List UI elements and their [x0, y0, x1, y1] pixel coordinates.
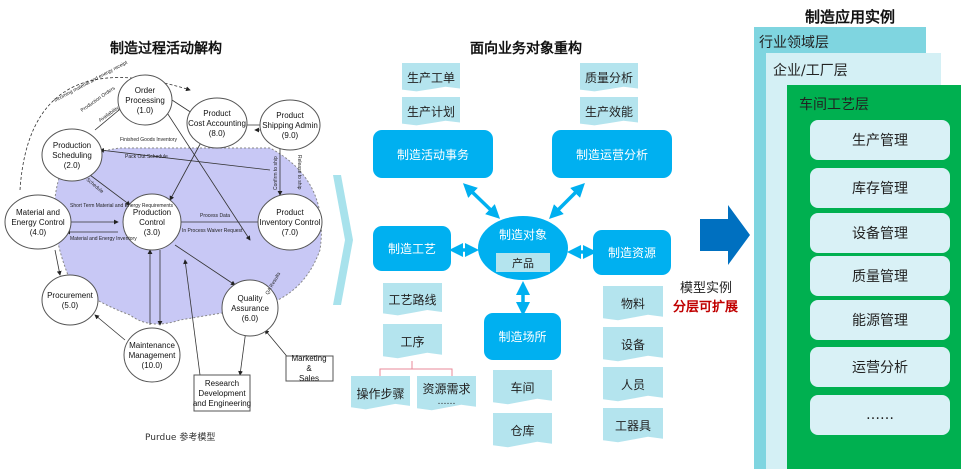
arrow-label-2: 分层可扩展: [673, 300, 739, 315]
app-production-management[interactable]: 生产管理: [810, 120, 950, 160]
purdue-node-label: Procurement(5.0): [47, 291, 94, 310]
doc-operation: 工序: [383, 324, 442, 359]
flow-label: In Process Waiver Request: [182, 228, 243, 234]
flow-label: Confirm to ship: [273, 156, 279, 190]
doc-material: 物料: [603, 286, 663, 321]
app-more[interactable]: ……: [810, 395, 950, 435]
arrow-label-1: 模型实例: [680, 281, 733, 296]
flow-label: Short Term Material and Energy Requireme…: [70, 203, 174, 209]
activity-box: 制造活动事务: [373, 130, 493, 178]
doc-resource-need: 资源需求……: [417, 376, 476, 411]
doc-warehouse: 仓库: [493, 413, 552, 448]
doc-quality-analysis: 质量分析: [580, 63, 638, 92]
connector-arrows: [449, 183, 597, 316]
arrow-activity-object: [462, 183, 501, 219]
doc-routing: 工艺路线: [383, 283, 442, 316]
operations-box: 制造运营分析: [552, 130, 672, 178]
doc-operation-step: 操作步骤: [351, 376, 410, 410]
arrow-operations-object: [549, 183, 585, 219]
process-box: 制造工艺: [373, 226, 451, 271]
doc-tools: 工器具: [603, 408, 663, 443]
flow-label: Material and Energy Inventory: [70, 236, 137, 242]
layer-workshop-label: 车间工艺层: [799, 97, 869, 113]
doc-equipment: 设备: [603, 327, 663, 362]
doc-production-efficiency: 生产效能: [580, 97, 638, 126]
middle-title: 面向业务对象重构: [470, 41, 582, 57]
doc-workshop: 车间: [493, 370, 552, 405]
left-title: 制造过程活动解构: [110, 41, 222, 57]
flow-label: Pack Out Schedule: [125, 154, 168, 160]
purdue-caption: Purdue 参考模型: [145, 433, 216, 443]
layer-industry-label: 行业领域层: [759, 35, 829, 51]
chevron-arrow-icon: [333, 175, 353, 305]
object-ellipse: 制造对象 产品: [478, 216, 568, 280]
right-title: 制造应用实例: [805, 8, 896, 26]
doc-production-plan: 生产计划: [402, 97, 460, 126]
product-item: 产品: [496, 253, 550, 272]
app-operations-analysis[interactable]: 运营分析: [810, 347, 950, 387]
object-label: 制造对象: [498, 228, 547, 242]
doc-personnel: 人员: [603, 367, 663, 402]
resource-box: 制造资源: [593, 230, 671, 275]
flow-label: Availability: [98, 105, 121, 124]
app-quality-management[interactable]: 质量管理: [810, 256, 950, 296]
flow-label: Process Data: [200, 213, 230, 219]
flow-label: Finished Goods Inventory: [120, 137, 177, 143]
layer-factory-label: 企业/工厂层: [773, 63, 848, 79]
app-energy-management[interactable]: 能源管理: [810, 300, 950, 340]
doc-work-order: 生产工单: [402, 63, 460, 92]
flow-label: Release to ship: [296, 155, 302, 190]
app-equipment-management[interactable]: 设备管理: [810, 213, 950, 253]
app-inventory-management[interactable]: 库存管理: [810, 168, 950, 208]
big-right-arrow-icon: [700, 205, 750, 265]
purdue-external-label: Marketing&Sales: [291, 354, 326, 383]
site-box: 制造场所: [484, 313, 561, 360]
bracket-connector: [379, 361, 453, 376]
